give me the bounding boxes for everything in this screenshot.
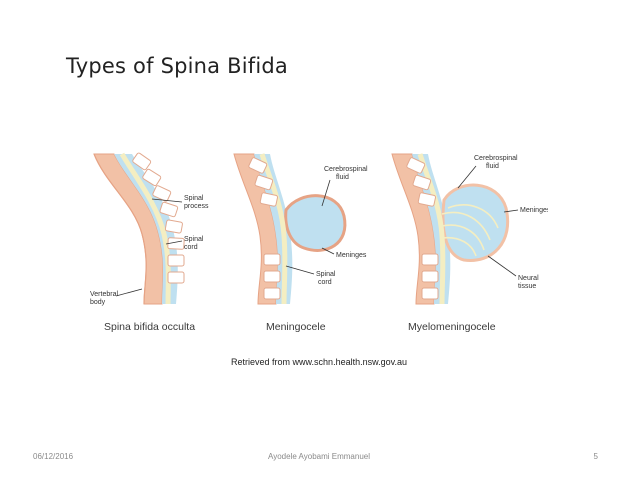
occulta-label-vertebral-body-l2: body [90, 299, 106, 306]
occulta-label-spinal-cord-l1: Spinal [184, 236, 204, 243]
myelo-cord [417, 153, 446, 305]
myelo-label-csf: Cerebrospinal fluid [474, 155, 520, 170]
footer-author: Ayodele Ayobami Emmanuel [268, 452, 370, 461]
occulta-vertebrae [132, 152, 185, 284]
occulta-label-vertebral-body-l1: Vertebral [90, 291, 118, 298]
occulta-label-spinal-process: Spinal process [184, 195, 209, 210]
meningocele-label-csf: Cerebrospinal fluid [324, 166, 370, 181]
occulta-outline [93, 153, 147, 305]
occulta-label-spinal-process-l2: process [184, 203, 209, 210]
myelo-label-neural-tissue: Neural tissue [518, 275, 541, 290]
meningocele-label-spinal-cord-l2: cord [318, 279, 332, 286]
myelo-leaders [457, 165, 519, 277]
meningocele-vertebrae [248, 157, 281, 300]
spina-bifida-illustration: Spinal process Spinal cord Vertebral bod… [90, 152, 548, 333]
myelo-label-neural-tissue-l1: Neural [518, 275, 539, 282]
panel-occulta: Spinal process Spinal cord Vertebral bod… [90, 152, 209, 333]
image-credit: Retrieved from www.schn.health.nsw.gov.a… [231, 357, 407, 367]
footer-page-number: 5 [593, 452, 598, 461]
meningocele-label-spinal-cord: Spinal cord [316, 271, 337, 286]
myelo-label-csf-l2: fluid [486, 163, 499, 170]
myelo-vertebrae [406, 157, 439, 300]
panel-myelomeningocele: Cerebrospinal fluid Meninges Neural tiss… [391, 153, 548, 333]
meningocele-label-csf-l1: Cerebrospinal [324, 166, 368, 173]
occulta-label-spinal-cord: Spinal cord [184, 236, 205, 251]
myelo-label-meninges: Meninges [520, 207, 548, 214]
meningocele-label-spinal-cord-l1: Spinal [316, 271, 336, 278]
caption-occulta: Spina bifida occulta [104, 321, 195, 333]
occulta-label-vertebral-body: Vertebral body [90, 291, 120, 306]
meningocele-leaders [285, 179, 335, 275]
panel-meningocele: Cerebrospinal fluid Meninges Spinal cord… [233, 153, 370, 333]
meningocele-label-meninges: Meninges [336, 252, 367, 259]
myelo-neural-tissue [441, 204, 499, 257]
meningocele-sac [284, 194, 347, 252]
myelo-label-neural-tissue-l2: tissue [518, 283, 536, 290]
occulta-leaders [115, 198, 183, 297]
occulta-cord [119, 152, 171, 305]
meningocele-cord [259, 153, 288, 305]
occulta-label-spinal-cord-l2: cord [184, 244, 198, 251]
caption-meningocele: Meningocele [266, 321, 326, 333]
footer-date: 06/12/2016 [33, 452, 74, 461]
myelo-label-csf-l1: Cerebrospinal [474, 155, 518, 162]
caption-myelomeningocele: Myelomeningocele [408, 321, 496, 333]
meningocele-label-csf-l2: fluid [336, 174, 349, 181]
myelo-sac [441, 183, 510, 262]
occulta-label-spinal-process-l1: Spinal [184, 195, 204, 202]
slide-title: Types of Spina Bifida [66, 54, 288, 78]
